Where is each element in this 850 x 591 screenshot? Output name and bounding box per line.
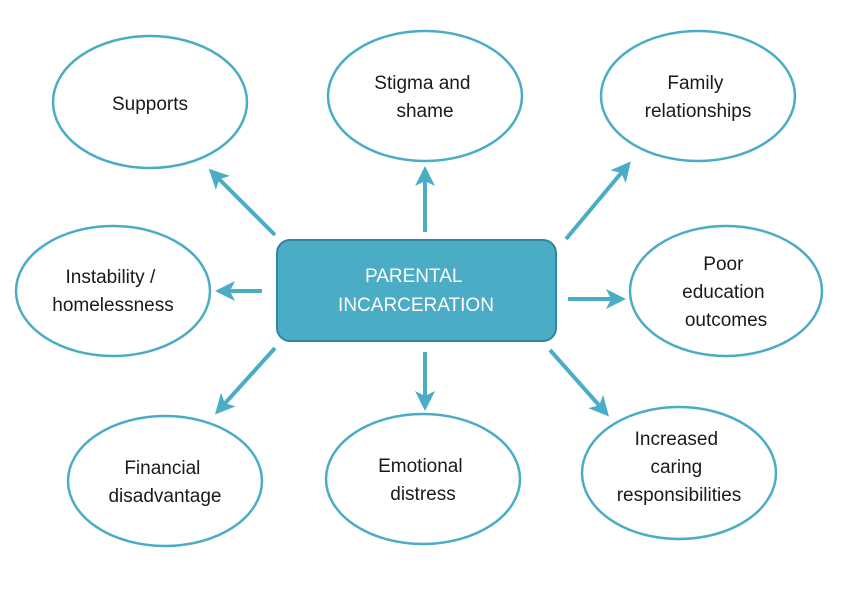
node-emotional-label-2: distress: [390, 484, 455, 505]
node-caring-ellipse: [580, 405, 778, 541]
node-financial-label-1: Financial: [124, 458, 200, 479]
center-box: [276, 239, 557, 342]
node-emotional: Emotional distress: [324, 412, 522, 546]
node-education-label-2: education: [682, 282, 764, 303]
center-line-2: INCARCERATION: [338, 295, 494, 316]
node-emotional-ellipse: [324, 412, 522, 546]
svg-text:Emotional distress: Emotional distress: [378, 456, 468, 505]
node-stigma-label-1: Stigma and: [374, 73, 470, 94]
node-supports: Supports: [51, 34, 249, 170]
arrows: [208, 161, 631, 417]
node-family-label-2: relationships: [645, 101, 752, 122]
center-title: PARENTAL INCARCERATION: [338, 266, 494, 316]
svg-text:Family relationships: Family relationships: [645, 73, 752, 122]
node-family-ellipse: [599, 29, 797, 163]
svg-text:Supports: Supports: [112, 94, 188, 115]
svg-text:Poor education out: Poor education outcomes: [682, 254, 770, 331]
node-instability-ellipse: [14, 224, 212, 358]
node-education-label-3: outcomes: [685, 310, 767, 331]
arrow-to-financial: [214, 346, 277, 415]
node-instability-label-2: homelessness: [52, 295, 173, 316]
svg-text:Increased caring r: Increased caring responsibilities: [617, 429, 742, 506]
node-financial-ellipse: [66, 414, 264, 548]
node-instability: Instability / homelessness: [14, 224, 212, 358]
arrow-to-family: [564, 161, 631, 241]
node-supports-label: Supports: [112, 94, 188, 115]
arrow-to-supports: [208, 168, 277, 237]
node-caring-label-3: responsibilities: [617, 485, 742, 506]
arrow-to-caring: [548, 348, 609, 417]
node-stigma-label-2: shame: [396, 101, 453, 122]
node-financial-label-2: disadvantage: [108, 486, 221, 507]
node-caring-label-1: Increased: [635, 429, 718, 450]
node-family: Family relationships: [599, 29, 797, 163]
node-financial: Financial disadvantage: [66, 414, 264, 548]
node-education: Poor education outcomes: [628, 224, 824, 358]
node-education-label-1: Poor: [703, 254, 744, 275]
svg-text:Instability / homelessne: Instability / homelessness: [52, 267, 173, 316]
svg-text:Stigma and shame: Stigma and shame: [374, 73, 475, 122]
node-caring-label-2: caring: [650, 457, 702, 478]
node-education-ellipse: [628, 224, 824, 358]
node-emotional-label-1: Emotional: [378, 456, 463, 477]
node-stigma-ellipse: [326, 29, 524, 163]
center-node: PARENTAL INCARCERATION: [276, 239, 557, 342]
center-line-1: PARENTAL: [365, 266, 462, 287]
node-instability-label-1: Instability /: [65, 267, 155, 288]
node-supports-ellipse: [51, 34, 249, 170]
node-stigma: Stigma and shame: [326, 29, 524, 163]
node-family-label-1: Family: [667, 73, 723, 94]
svg-text:Financial disadvantage: Financial disadvantage: [108, 458, 221, 507]
node-caring: Increased caring responsibilities: [580, 405, 778, 541]
